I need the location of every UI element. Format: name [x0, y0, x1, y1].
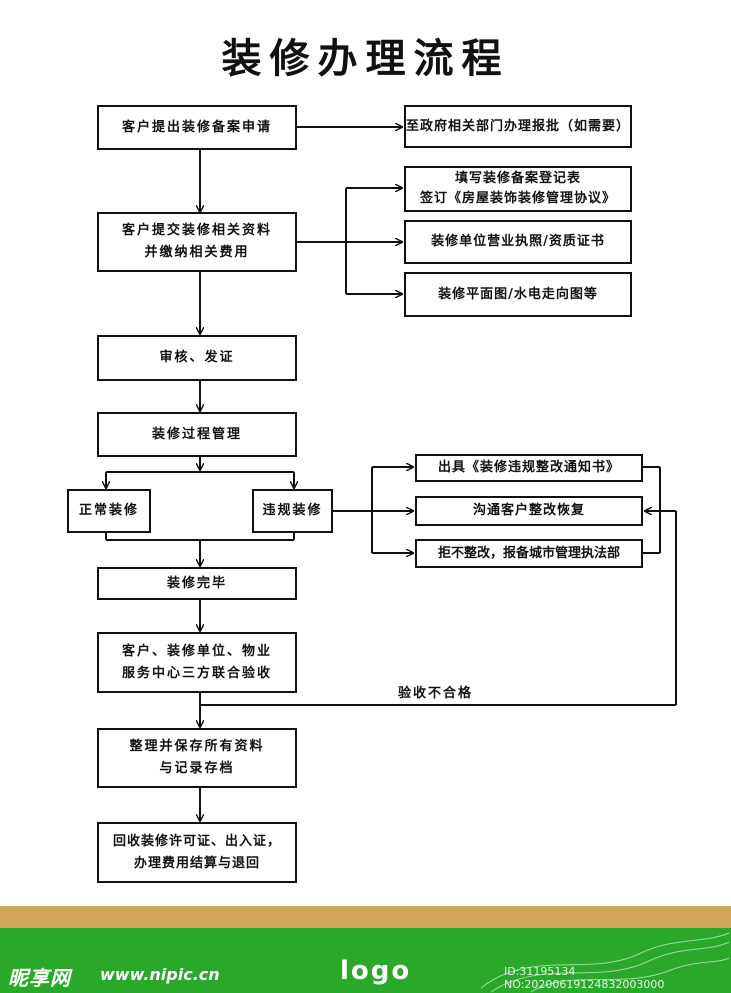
- flow-connectors: [0, 0, 677, 906]
- side-gov-approval-box: 至政府相关部门办理报批（如需要）: [404, 105, 632, 148]
- step-apply-label: 客户提出装修备案申请: [121, 119, 272, 135]
- step-normal-label: 正常装修: [78, 503, 139, 518]
- step-review-box: 审核、发证: [97, 335, 297, 381]
- step-archive-line2: 与记录存档: [159, 761, 235, 776]
- side-communicate-label: 沟通客户整改恢复: [472, 503, 585, 518]
- step-recover-box: 回收装修许可证、出入证， 办理费用结算与退回: [97, 822, 297, 883]
- step-violation-box: 违规装修: [252, 489, 333, 533]
- side-plans-label: 装修平面图/水电走向图等: [438, 286, 598, 302]
- side-communicate-box: 沟通客户整改恢复: [415, 496, 643, 526]
- side-gov-approval-label: 至政府相关部门办理报批（如需要）: [406, 118, 631, 134]
- step-complete-box: 装修完毕: [97, 567, 297, 600]
- step-review-label: 审核、发证: [159, 350, 235, 365]
- page-title: 装修办理流程: [221, 35, 510, 82]
- step-submit-box: 客户提交装修相关资料 并缴纳相关费用: [97, 212, 297, 272]
- side-form-line1: 填写装修备案登记表: [454, 171, 581, 186]
- step-process-box: 装修过程管理: [97, 412, 297, 457]
- watermark-brand: 昵享网: [8, 966, 71, 990]
- side-notice-box: 出具《装修违规整改通知书》: [415, 454, 643, 482]
- footer-tan-band: [0, 906, 731, 928]
- step-apply-box: 客户提出装修备案申请: [97, 105, 297, 150]
- side-form-line2: 签订《房屋装饰装修管理协议》: [419, 191, 616, 206]
- step-process-label: 装修过程管理: [151, 426, 242, 442]
- step-acceptance-box: 客户、装修单位、物业 服务中心三方联合验收: [97, 632, 297, 693]
- step-complete-label: 装修完毕: [166, 575, 227, 591]
- side-license-box: 装修单位营业执照/资质证书: [404, 220, 632, 264]
- watermark-url: www.nipic.cn: [100, 965, 220, 984]
- decorative-swirl-icon: [480, 932, 730, 993]
- footer-logo: logo: [340, 956, 412, 986]
- step-submit-line1: 客户提交装修相关资料: [121, 223, 272, 238]
- side-plans-box: 装修平面图/水电走向图等: [404, 272, 632, 317]
- step-submit-line2: 并缴纳相关费用: [144, 245, 250, 260]
- step-acceptance-line2: 服务中心三方联合验收: [121, 665, 272, 681]
- step-recover-line2: 办理费用结算与退回: [133, 855, 260, 871]
- side-notice-label: 出具《装修违规整改通知书》: [437, 460, 620, 475]
- step-normal-box: 正常装修: [67, 489, 151, 533]
- step-acceptance-line1: 客户、装修单位、物业: [121, 643, 272, 659]
- side-form-box: 填写装修备案登记表 签订《房屋装饰装修管理协议》: [404, 166, 632, 212]
- watermark-id: ID:31195134 NO:20200619124832003000: [504, 965, 665, 991]
- side-refuse-label: 拒不整改，报备城市管理执法部: [437, 545, 620, 561]
- step-recover-line1: 回收装修许可证、出入证，: [112, 833, 281, 849]
- step-archive-line1: 整理并保存所有资料: [129, 739, 265, 754]
- fail-acceptance-label: 验收不合格: [398, 686, 474, 701]
- step-violation-label: 违规装修: [262, 503, 323, 518]
- side-license-label: 装修单位营业执照/资质证书: [431, 234, 605, 249]
- side-refuse-box: 拒不整改，报备城市管理执法部: [415, 539, 643, 568]
- step-archive-box: 整理并保存所有资料 与记录存档: [97, 728, 297, 788]
- footer-green-band: 昵享网 www.nipic.cn logo ID:31195134 NO:202…: [0, 928, 731, 993]
